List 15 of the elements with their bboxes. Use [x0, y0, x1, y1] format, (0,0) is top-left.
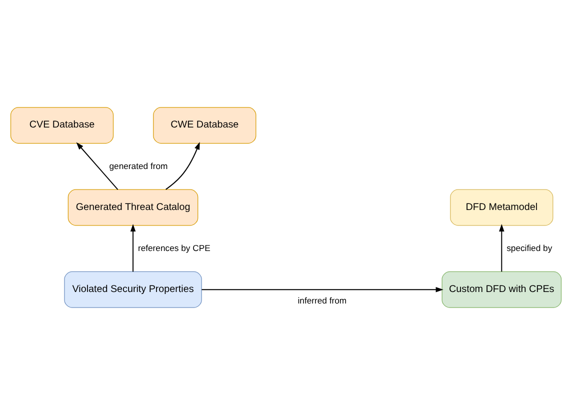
edge-label: specified by [506, 242, 552, 253]
arrow [165, 141, 200, 190]
arrow [499, 223, 504, 272]
node-box: Violated Security Properties [64, 270, 202, 308]
edge-label: inferred from [298, 295, 347, 306]
arrow [201, 286, 444, 292]
node-box: Generated Threat Catalog [68, 188, 198, 226]
node-box: CWE Database [153, 106, 256, 144]
node-box: DFD Metamodel [450, 188, 554, 226]
node-box: Custom DFD with CPEs [442, 270, 562, 308]
arrow [130, 223, 136, 272]
node-box: CVE Database [10, 106, 114, 144]
edge-label: references by CPE [138, 242, 210, 253]
arrow [76, 142, 118, 190]
edge-label: generated from [109, 160, 168, 171]
